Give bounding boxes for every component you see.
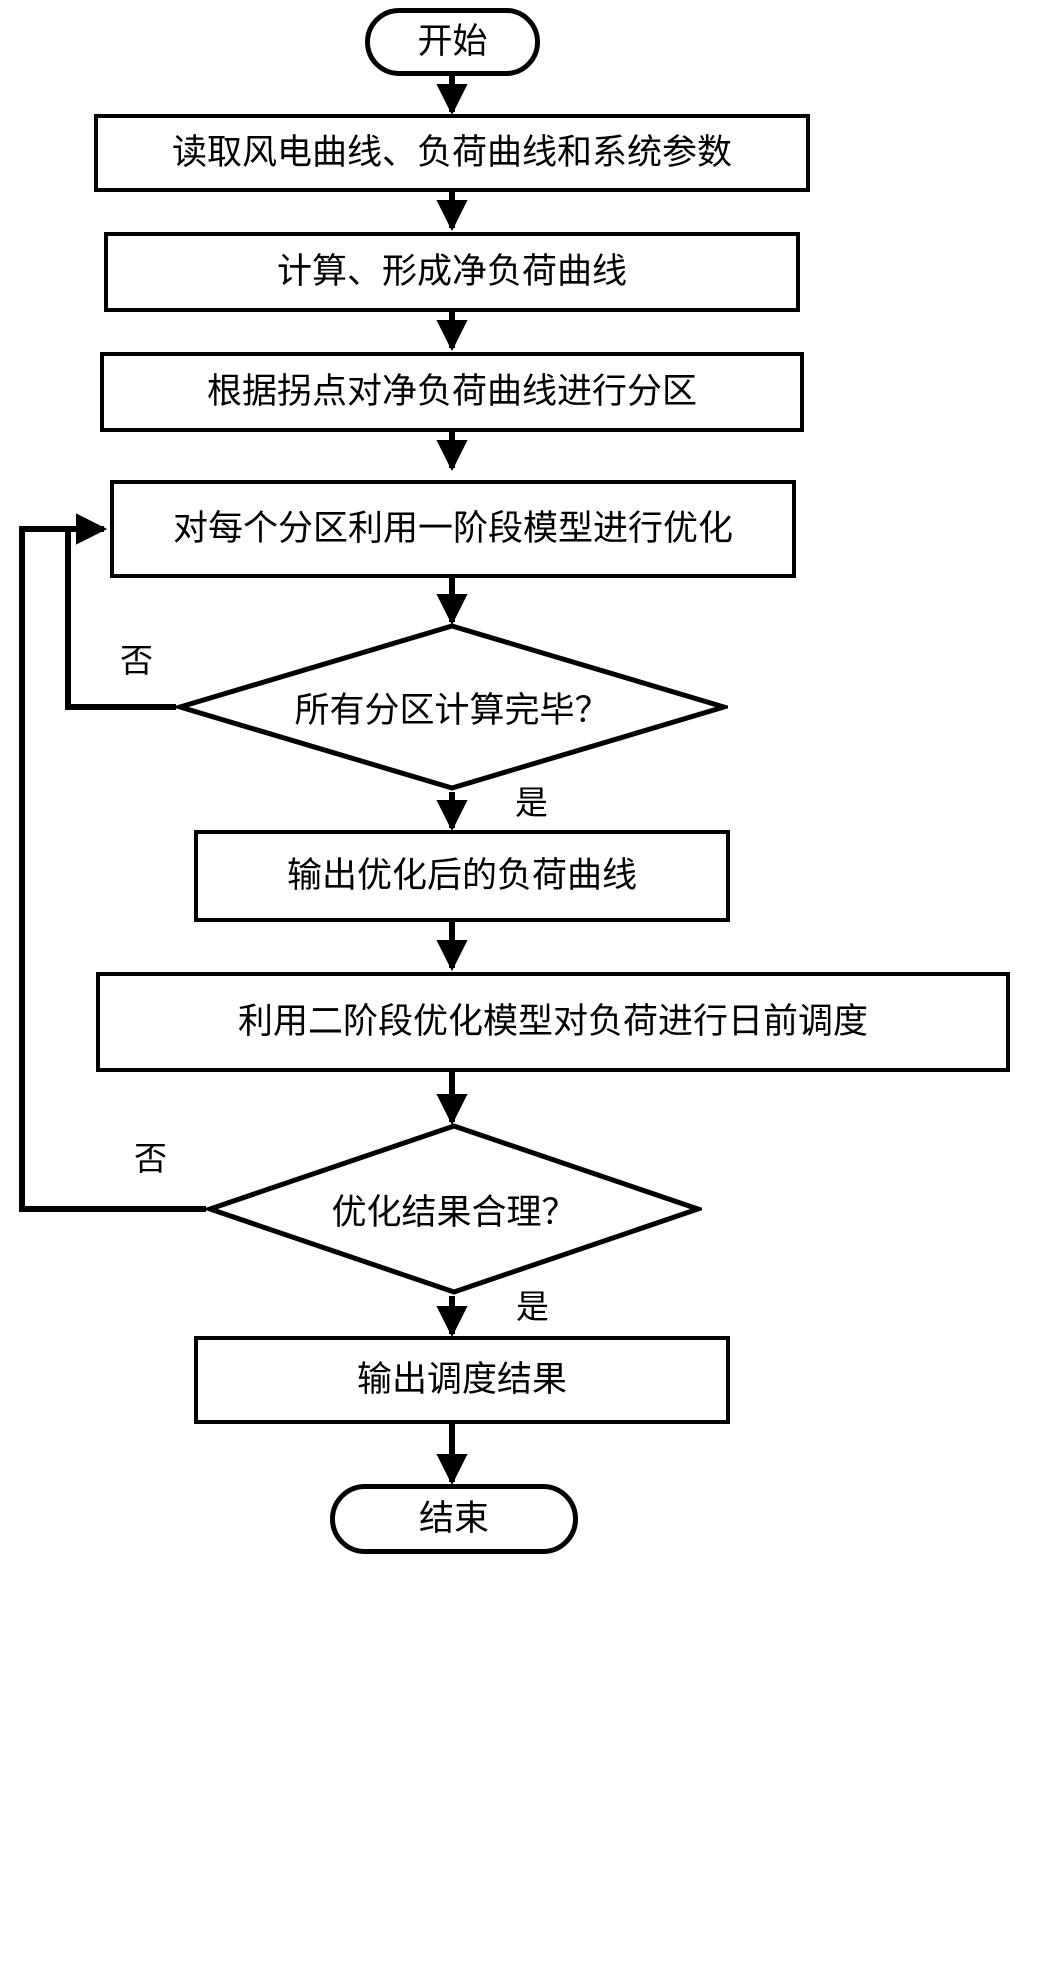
node-net-load[interactable]: 计算、形成净负荷曲线 [104, 232, 800, 312]
edge-label-d2-yes: 是 [516, 1290, 549, 1326]
edge-label-d2-no: 否 [134, 1142, 167, 1178]
node-stage1-opt[interactable]: 对每个分区利用一阶段模型进行优化 [110, 480, 796, 578]
node-partition[interactable]: 根据拐点对净负荷曲线进行分区 [100, 352, 804, 432]
node-output-schedule-label: 输出调度结果 [356, 1359, 567, 1399]
node-end-label: 结束 [418, 1498, 489, 1538]
node-result-reasonable[interactable]: 优化结果合理？ [206, 1122, 702, 1296]
node-start-label: 开始 [417, 21, 488, 61]
decision-shape [176, 623, 728, 791]
node-all-partitions-done[interactable]: 所有分区计算完毕？ [176, 622, 728, 792]
node-stage2-opt-label: 利用二阶段优化模型对负荷进行日前调度 [237, 1001, 868, 1041]
node-output-schedule[interactable]: 输出调度结果 [194, 1336, 730, 1424]
node-read-inputs[interactable]: 读取风电曲线、负荷曲线和系统参数 [94, 114, 810, 192]
decision-shape [206, 1123, 702, 1295]
edge-label-d1-yes: 是 [515, 786, 548, 822]
node-stage2-opt[interactable]: 利用二阶段优化模型对负荷进行日前调度 [96, 972, 1010, 1072]
node-net-load-label: 计算、形成净负荷曲线 [276, 251, 627, 291]
node-read-inputs-label: 读取风电曲线、负荷曲线和系统参数 [171, 132, 732, 172]
node-all-partitions-done-label: 所有分区计算完毕？ [294, 690, 610, 730]
node-stage1-opt-label: 对每个分区利用一阶段模型进行优化 [172, 508, 733, 548]
node-start[interactable]: 开始 [365, 8, 540, 76]
node-output-curve-label: 输出优化后的负荷曲线 [286, 855, 637, 895]
node-output-curve[interactable]: 输出优化后的负荷曲线 [194, 830, 730, 922]
node-partition-label: 根据拐点对净负荷曲线进行分区 [206, 371, 697, 411]
node-end[interactable]: 结束 [330, 1484, 578, 1554]
node-result-reasonable-label: 优化结果合理？ [331, 1192, 577, 1232]
edge-label-d1-no: 否 [120, 644, 153, 680]
